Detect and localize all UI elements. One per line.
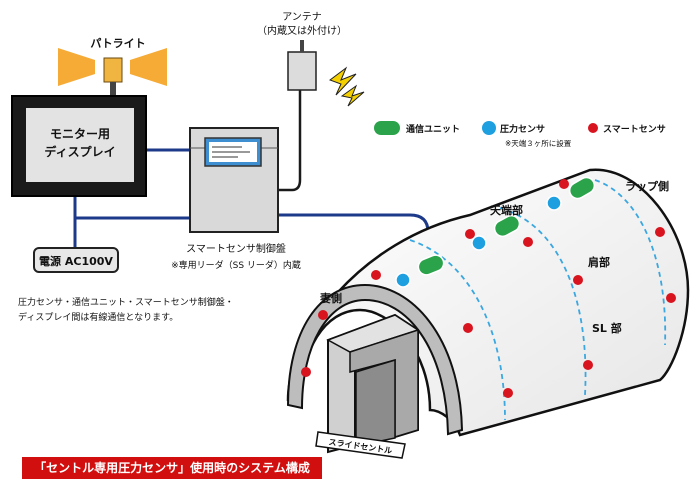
lightning-icon-small (340, 84, 365, 107)
pressure-sensor (546, 195, 562, 211)
antenna-label-line2: （内蔵又は外付け） (257, 24, 347, 37)
patlite (58, 48, 167, 96)
smart-sensor-dot (666, 293, 676, 303)
smart-sensor-dot (573, 275, 583, 285)
panel-screen-line (212, 146, 242, 148)
smart-sensor-dot (301, 367, 311, 377)
legend: 通信ユニット 圧力センサ ※天端３ヶ所に設置 スマートセンサ (374, 121, 666, 148)
patlite-lamp (103, 57, 123, 83)
smart-sensor-dot (503, 388, 513, 398)
power-box (33, 247, 119, 273)
slide-form-opening (355, 358, 396, 447)
legend-comm-unit-swatch (374, 121, 400, 135)
lamp-beam-left (58, 48, 95, 86)
tunnel-form (286, 168, 690, 454)
smart-sensor-dot (523, 237, 533, 247)
legend-pressure-swatch (482, 121, 496, 135)
ring-dash-2 (499, 207, 587, 396)
smart-sensor-dot (371, 270, 381, 280)
smart-sensors (301, 179, 676, 398)
panel-note: ※専用リーダ（SS リーダ）内蔵 (171, 259, 301, 271)
diagram-caption: 「セントル専用圧力センサ」使用時のシステム構成 (22, 457, 322, 479)
lamp-beam-right (130, 48, 167, 86)
smart-sensor-dot (463, 323, 473, 333)
pressure-sensor (395, 272, 411, 288)
legend-smart-sensor-swatch (588, 123, 598, 133)
patlite-label: パトライト (90, 37, 145, 50)
comm-unit (493, 214, 521, 238)
antenna-cable (278, 90, 302, 192)
smart-sensor-dot (318, 310, 328, 320)
wired-note-line2: ディスプレイ間は有線通信となります。 (18, 311, 178, 323)
ring-dash-1 (409, 239, 506, 421)
wired-note-line1: 圧力センサ・通信ユニット・スマートセンサ制御盤・ (18, 296, 234, 308)
front-ring (286, 283, 464, 436)
slide-form-tag-box (315, 431, 406, 459)
power-label: 電源 AC100V (39, 254, 113, 268)
panel-screen-line (212, 156, 238, 158)
power-supply: 電源 AC100V (33, 247, 119, 273)
lightning-icon (328, 66, 357, 96)
antenna-label-line1: アンテナ (282, 11, 322, 23)
smart-sensor-dot (559, 179, 569, 189)
legend-pressure-label: 圧力センサ (500, 123, 545, 135)
pressure-sensors (395, 195, 562, 288)
patlite-pole (110, 82, 116, 96)
panel-title: スマートセンサ制御盤 (186, 242, 286, 255)
shoulder-label: 肩部 (588, 255, 610, 269)
legend-smart-sensor-label: スマートセンサ (603, 124, 666, 135)
wall-side-label: 妻側 (320, 291, 342, 305)
smart-sensor-dot (583, 360, 593, 370)
pressure-sensor (471, 235, 487, 251)
sl-label: SL 部 (592, 321, 622, 335)
lap-side-label: ラップ側 (625, 179, 669, 193)
crown-label: 天端部 (490, 203, 523, 217)
monitor-display: モニター用 ディスプレイ (11, 95, 147, 197)
legend-pressure-note: ※天端３ヶ所に設置 (505, 138, 572, 148)
antenna (287, 40, 365, 107)
smart-sensor-dot (465, 229, 475, 239)
monitor-label-line2: ディスプレイ (44, 144, 115, 159)
comm-unit (568, 176, 596, 200)
comm-unit (417, 254, 445, 276)
control-panel (189, 127, 279, 233)
comm-units (417, 176, 596, 276)
legend-comm-unit-label: 通信ユニット (406, 123, 460, 135)
smart-sensor-dot (655, 227, 665, 237)
antenna-box (287, 51, 317, 91)
monitor-screen (26, 108, 134, 182)
panel-screen-line (212, 151, 250, 153)
monitor-label-line1: モニター用 (50, 127, 110, 141)
antenna-rod (300, 40, 304, 52)
